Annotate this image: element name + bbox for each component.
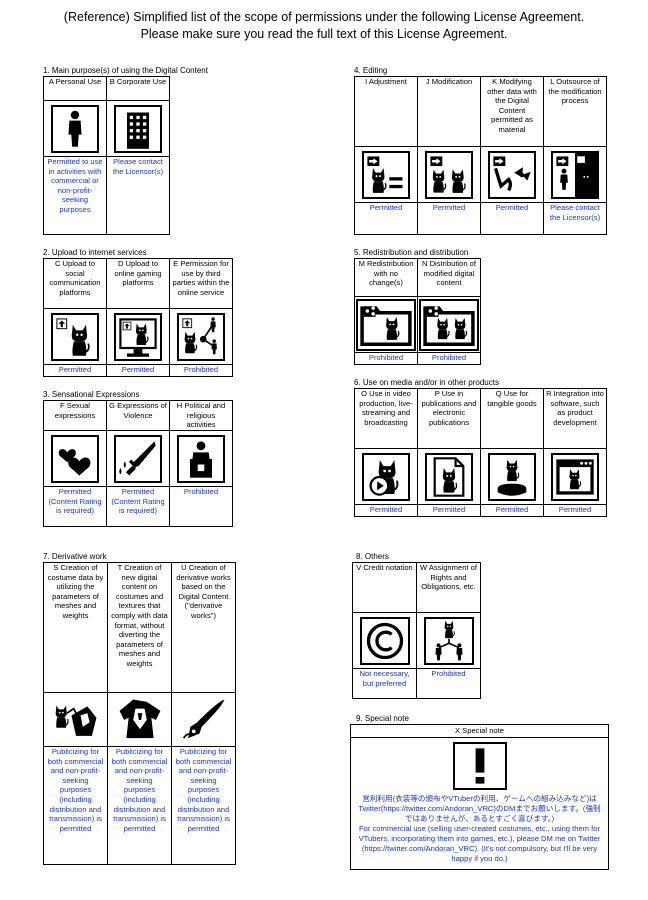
item-d-status: Permitted	[106, 364, 170, 377]
item-i-status: Permitted	[354, 202, 418, 235]
item-p-status: Permitted	[417, 504, 481, 517]
item-e-label: E Permission for use by third parties wi…	[169, 258, 233, 309]
item-s-status: Publicizing for both commercial and non-…	[43, 746, 108, 865]
item-v-label: V Credit notation	[352, 562, 417, 613]
modify-ribbon-icon	[480, 146, 544, 203]
item-k-label: K Modifying other data with the Digital …	[480, 76, 544, 147]
assignment-people-icon	[416, 612, 481, 669]
item-b-label: B Corporate Use	[106, 76, 170, 101]
section-title-purpose: 1. Main purpose(s) of using the Digital …	[43, 66, 208, 75]
editing-table: I Adjustment J Modification K Modifying …	[354, 76, 607, 235]
person-icon	[43, 100, 107, 157]
item-r-status: Permitted	[543, 504, 607, 517]
upload-table: C Upload to social communication platfor…	[43, 258, 233, 377]
item-s-label: S Creation of costume data by utilizing …	[43, 562, 108, 693]
adjust-equal-icon	[354, 146, 418, 203]
knife-icon	[106, 430, 170, 487]
item-f-label: F Sexual expressions	[43, 400, 107, 431]
item-p-label: P Use in publications and electronic pub…	[417, 388, 481, 449]
special-note-en: For commercial use (selling user-created…	[358, 824, 601, 863]
special-note-jp: 営利利用(衣装等の頒布やVTuberの利用、ゲームへの組み込みなど)はTwitt…	[358, 794, 601, 823]
section-title-sensational: 3. Sensational Expressions	[43, 390, 140, 399]
section-title-redistribution: 5. Redistribution and distribution	[354, 248, 469, 257]
building-icon	[106, 100, 170, 157]
item-u-label: U Creation of derivative works based on …	[171, 562, 236, 693]
modify-cats-icon	[417, 146, 481, 203]
item-j-status: Permitted	[417, 202, 481, 235]
section-title-upload: 2. Upload to internet services	[43, 248, 147, 257]
item-v-status: Not necessary, but preferred	[352, 668, 417, 699]
podium-speaker-icon	[169, 430, 233, 487]
item-u-status: Publicizing for both commercial and non-…	[171, 746, 236, 865]
derivative-table: S Creation of costume data by utilizing …	[43, 562, 236, 865]
item-q-status: Permitted	[480, 504, 544, 517]
section-title-media: 6. Use on media and/or in other products	[354, 378, 499, 387]
redistribution-table: M Redistribution with no change(s) N Dis…	[354, 258, 481, 365]
sensational-table: F Sexual expressions G Expressions of Vi…	[43, 400, 233, 527]
item-n-label: N Distribution of modified digital conte…	[417, 258, 481, 297]
item-g-status: Permitted (Content Rating is required)	[106, 486, 170, 527]
item-c-status: Permitted	[43, 364, 107, 377]
item-c-label: C Upload to social communication platfor…	[43, 258, 107, 309]
item-a-status: Permitted to use in activities with comm…	[43, 156, 107, 235]
item-e-status: Prohibited	[169, 364, 233, 377]
item-j-label: J Modification	[417, 76, 481, 147]
costume-shirt-icon	[107, 692, 172, 747]
item-o-label: O Use in video production, live-streamin…	[354, 388, 418, 449]
item-k-status: Permitted	[480, 202, 544, 235]
copyright-icon	[352, 612, 417, 669]
item-g-label: G Expressions of Violence	[106, 400, 170, 431]
item-i-label: I Adjustment	[354, 76, 418, 147]
document-icon	[417, 448, 481, 505]
section-title-derivative: 7. Derivative work	[43, 552, 107, 561]
item-b-status: Please contact the Licensor(s)	[106, 156, 170, 235]
media-table: O Use in video production, live-streamin…	[354, 388, 607, 517]
upload-gaming-icon	[106, 308, 170, 365]
item-h-label: H Political and religious activities	[169, 400, 233, 431]
item-w-label: W Assignment of Rights and Obligations, …	[416, 562, 481, 613]
hearts-icon	[43, 430, 107, 487]
item-l-status: Please contact the Licensor(s)	[543, 202, 607, 235]
section-title-special-note: 9. Special note	[356, 714, 409, 723]
page-subtitle: Please make sure you read the full text …	[140, 27, 508, 41]
upload-social-icon	[43, 308, 107, 365]
video-play-icon	[354, 448, 418, 505]
item-m-status: Prohibited	[354, 352, 418, 365]
outsource-icon	[543, 146, 607, 203]
software-window-icon	[543, 448, 607, 505]
special-note-caption: X Special note	[351, 725, 608, 738]
item-t-label: T Creation of new digital content on cos…	[107, 562, 172, 693]
section-title-others: 8. Others	[356, 552, 389, 561]
item-w-status: Prohibited	[416, 668, 481, 699]
purpose-table: A Personal Use B Corporate Use Permitted…	[43, 76, 170, 235]
redistribute-folder-icon	[354, 296, 418, 353]
figure-stand-icon	[480, 448, 544, 505]
third-party-share-icon	[169, 308, 233, 365]
item-h-status: Prohibited	[169, 486, 233, 527]
item-m-label: M Redistribution with no change(s)	[354, 258, 418, 297]
item-t-status: Publicizing for both commercial and non-…	[107, 746, 172, 865]
item-d-label: D Upload to online gaming platforms	[106, 258, 170, 309]
special-note-box: X Special note 営利利用(衣装等の頒布やVTuberの利用、ゲーム…	[350, 724, 609, 870]
pen-nib-icon	[171, 692, 236, 747]
item-l-label: L Outsource of the modification process	[543, 76, 607, 147]
exclamation-icon	[351, 738, 608, 790]
item-n-status: Prohibited	[417, 352, 481, 365]
item-r-label: R Integration into software, such as pro…	[543, 388, 607, 449]
item-f-status: Permitted (Content Rating is required)	[43, 486, 107, 527]
page-title: (Reference) Simplified list of the scope…	[63, 10, 585, 24]
others-table: V Credit notation W Assignment of Rights…	[352, 562, 481, 699]
item-a-label: A Personal Use	[43, 76, 107, 101]
item-o-status: Permitted	[354, 504, 418, 517]
section-title-editing: 4. Editing	[354, 66, 388, 75]
costume-cat-icon	[43, 692, 108, 747]
item-q-label: Q Use for tangible goods	[480, 388, 544, 449]
distribute-modified-folder-icon	[417, 296, 481, 353]
